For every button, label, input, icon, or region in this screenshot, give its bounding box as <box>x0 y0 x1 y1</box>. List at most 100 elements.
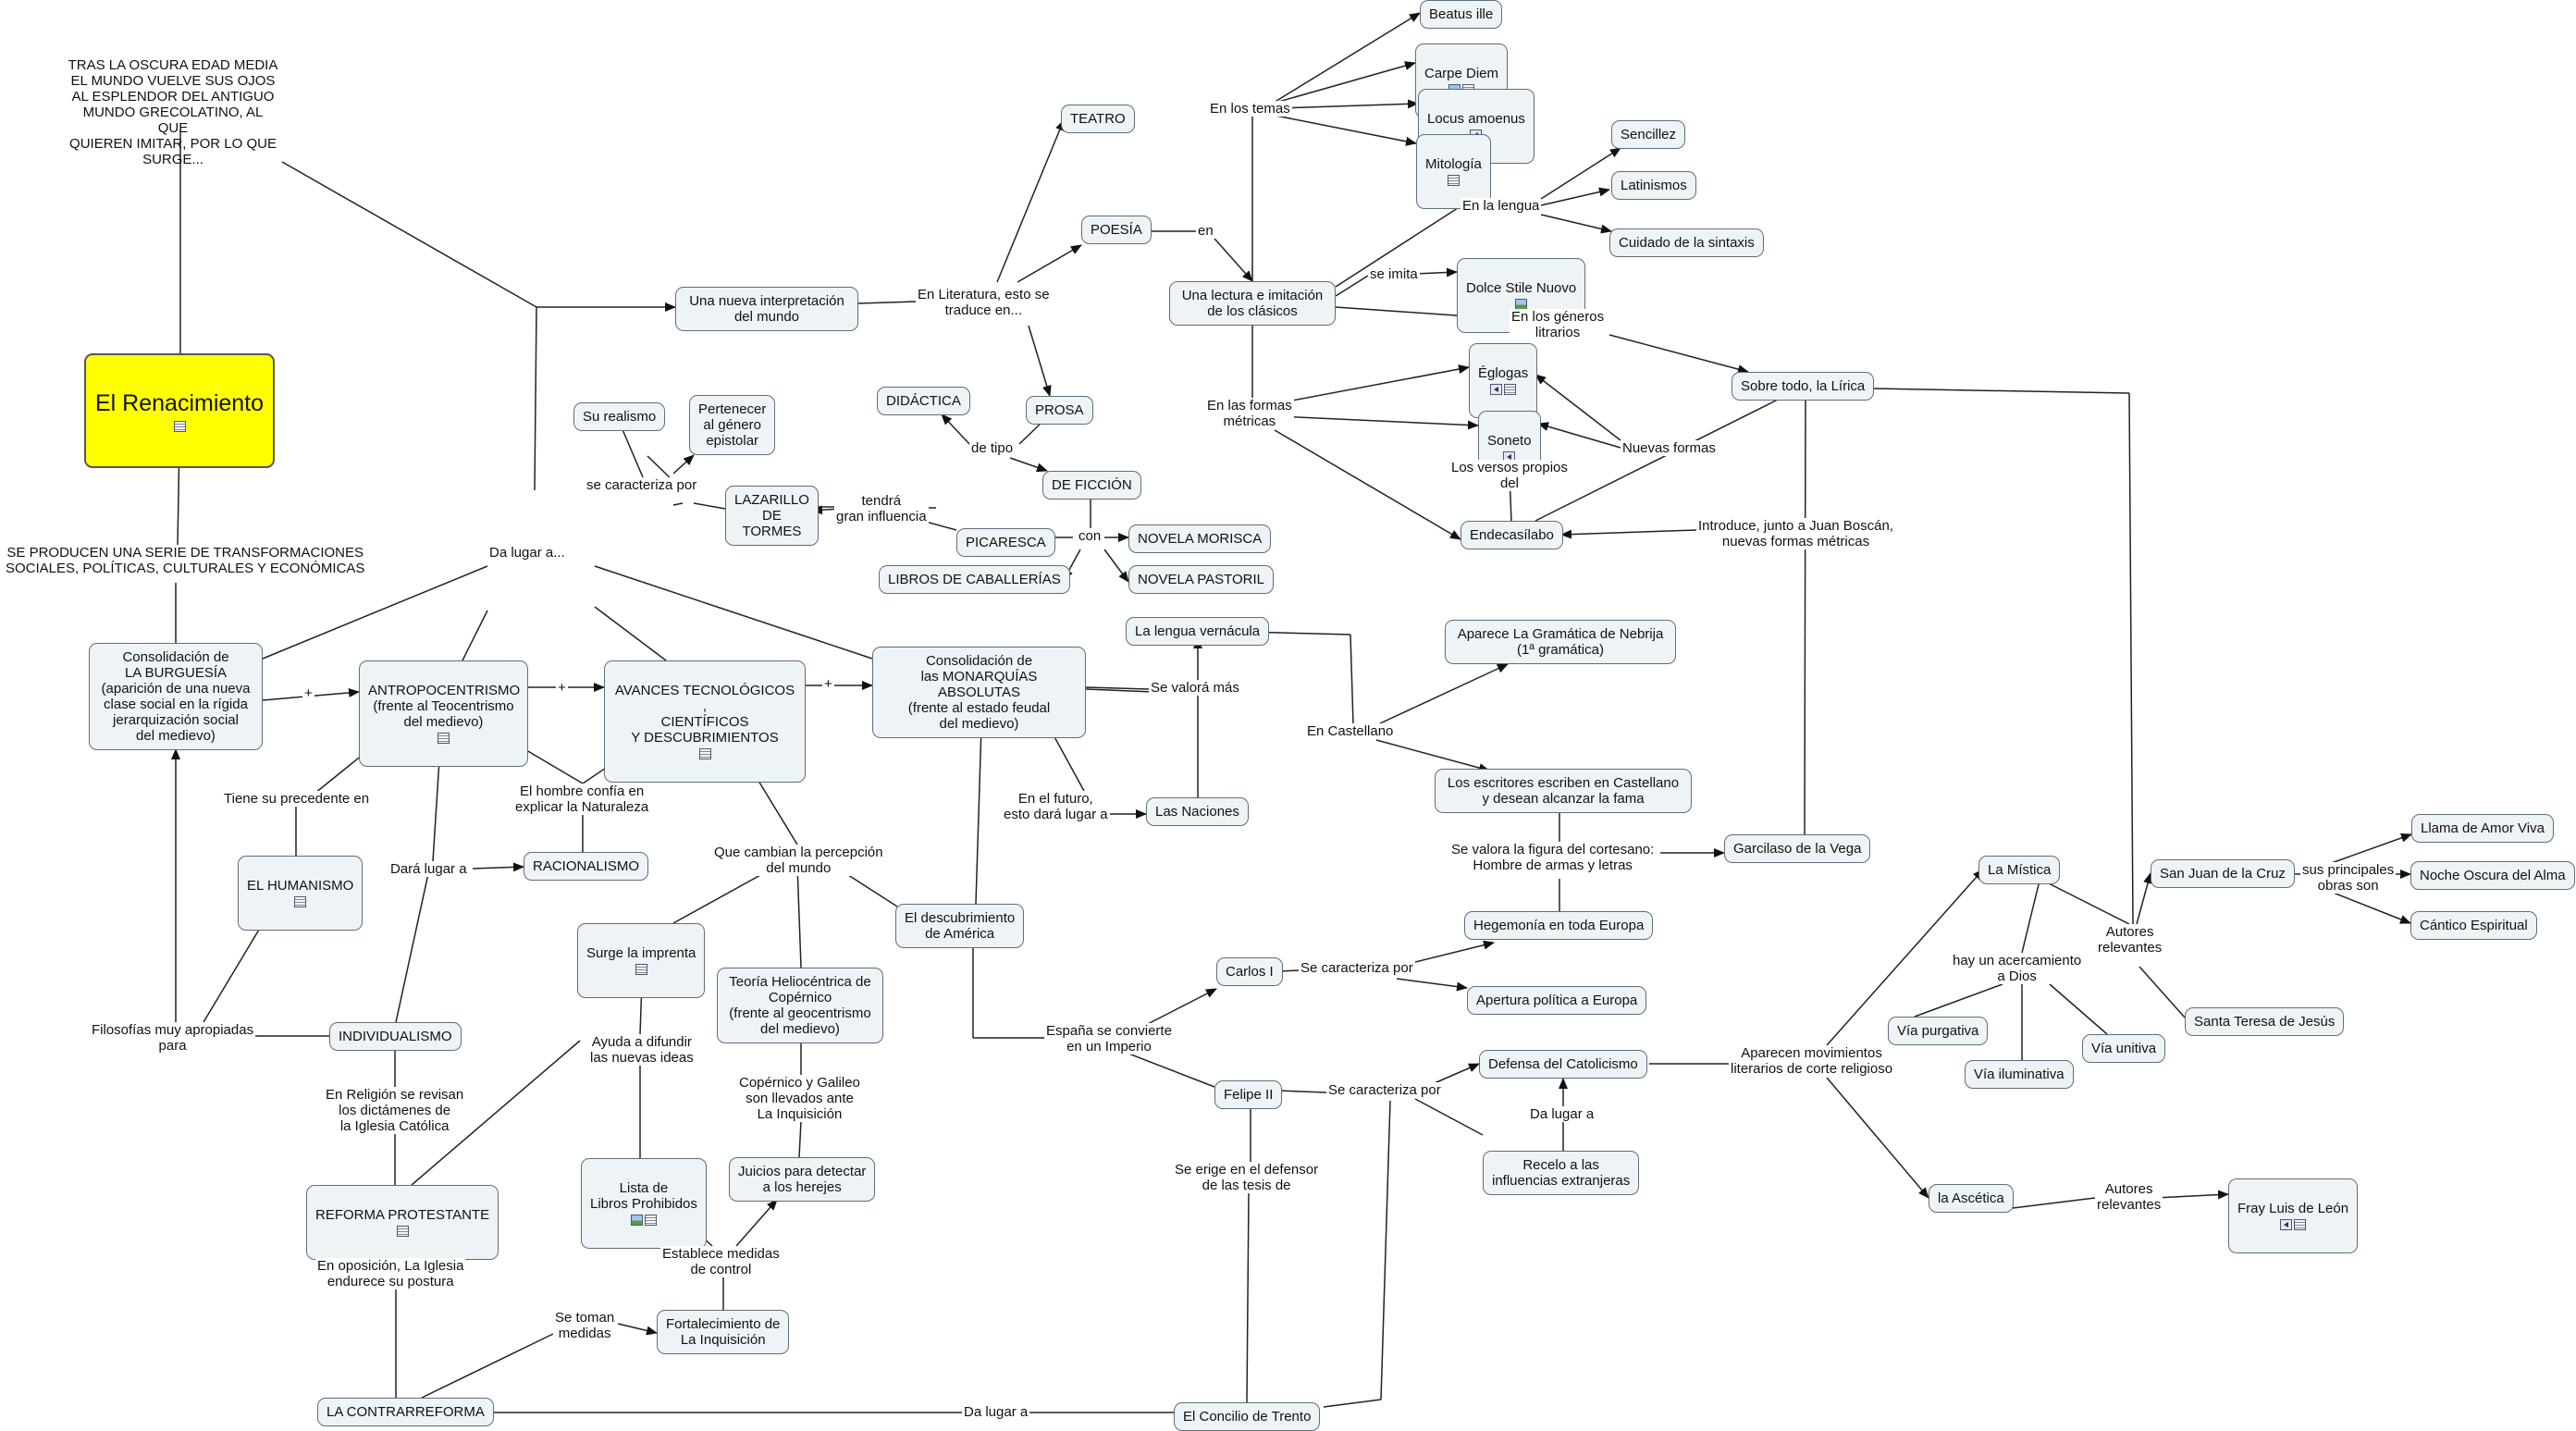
document-icon[interactable] <box>2294 1219 2307 1231</box>
node-picaresca[interactable]: PICARESCA <box>956 528 1055 557</box>
node-llama-amor-viva[interactable]: Llama de Amor Viva <box>2411 814 2554 843</box>
node-via-purgativa[interactable]: Vía purgativa <box>1888 1017 1989 1045</box>
node-via-unitiva[interactable]: Vía unitiva <box>2082 1034 2166 1063</box>
node-recelo[interactable]: Recelo a las influencias extranjeras <box>1483 1151 1640 1195</box>
document-icon[interactable] <box>644 1215 657 1227</box>
node-ficcion[interactable]: DE FICCIÓN <box>1042 471 1141 500</box>
root-resource-icons[interactable] <box>95 419 264 433</box>
node-prosa[interactable]: PROSA <box>1026 396 1093 425</box>
node-escritores[interactable]: Los escritores escriben en Castellano y … <box>1435 769 1692 813</box>
node-gramatica[interactable]: Aparece La Gramática de Nebrija (1ª gram… <box>1445 620 1676 664</box>
node-caballerias[interactable]: LIBROS DE CABALLERÍAS <box>879 565 1070 594</box>
node-defensa-catolicismo[interactable]: Defensa del Catolicismo <box>1479 1050 1647 1079</box>
node-contrarreforma[interactable]: LA CONTRARREFORMA <box>317 1398 494 1426</box>
document-icon[interactable] <box>396 1226 409 1238</box>
label-se-valora-mas: Se valorá más <box>1149 680 1241 696</box>
node-descubrimiento[interactable]: El descubrimiento de América <box>895 904 1025 948</box>
connector-line <box>534 306 537 491</box>
label-filosofias: Filosofías muy apropiadas para <box>90 1022 256 1054</box>
label-en-las-formas: En las formas métricas <box>1205 398 1294 429</box>
node-noche-oscura[interactable]: Noche Oscura del Alma <box>2410 861 2575 890</box>
node-racionalismo[interactable]: RACIONALISMO <box>524 852 649 881</box>
node-apertura[interactable]: Apertura política a Europa <box>1467 986 1647 1015</box>
label-plus-3: + <box>822 676 834 692</box>
document-icon[interactable] <box>698 748 711 760</box>
node-hegemonia[interactable]: Hegemonía en toda Europa <box>1464 911 1654 940</box>
node-lazarillo[interactable]: LAZARILLO DE TORMES <box>725 486 819 546</box>
node-endecasilabo[interactable]: Endecasílabo <box>1461 521 1563 549</box>
document-icon[interactable] <box>1447 175 1460 187</box>
node-nueva-interpretacion[interactable]: Una nueva interpretación del mundo <box>675 287 858 331</box>
node-individualismo[interactable]: INDIVIDUALISMO <box>329 1022 462 1051</box>
label-acercamiento: hay un acercamiento a Dios <box>1951 953 2084 984</box>
node-inquisicion[interactable]: Fortalecimiento de La Inquisición <box>657 1310 790 1354</box>
node-eglogas[interactable]: Églogas <box>1469 343 1538 418</box>
node-cantico-espiritual[interactable]: Cántico Espiritual <box>2410 911 2537 940</box>
node-pastoril[interactable]: NOVELA PASTORIL <box>1128 565 1274 594</box>
eglogas-icons[interactable] <box>1478 383 1528 396</box>
node-beatus-ille[interactable]: Beatus ille <box>1420 0 1503 29</box>
node-humanismo[interactable]: EL HUMANISMO <box>238 856 364 931</box>
node-heliocentrica[interactable]: Teoría Heliocéntrica de Copérnico (frent… <box>717 968 883 1043</box>
node-latinismos[interactable]: Latinismos <box>1611 171 1696 200</box>
node-felipe-ii[interactable]: Felipe II <box>1214 1080 1283 1109</box>
node-lengua-vernacula[interactable]: La lengua vernácula <box>1126 617 1270 646</box>
root-node-el-renacimiento[interactable]: El Renacimiento <box>84 353 276 468</box>
node-realismo[interactable]: Su realismo <box>573 402 666 431</box>
connector-line <box>1560 529 1697 539</box>
document-icon[interactable] <box>1504 384 1517 396</box>
node-garcilaso[interactable]: Garcilaso de la Vega <box>1724 834 1871 863</box>
mitologia-icons[interactable] <box>1425 174 1482 187</box>
libros-prohibidos-icons[interactable] <box>590 1214 697 1227</box>
node-concilio-trento[interactable]: El Concilio de Trento <box>1174 1402 1321 1431</box>
document-icon[interactable] <box>635 964 647 976</box>
node-juicios[interactable]: Juicios para detectar a los herejes <box>729 1157 876 1202</box>
locus-amoenus-label: Locus amoenus <box>1427 111 1525 127</box>
node-poesia[interactable]: POESÍA <box>1081 216 1152 244</box>
node-avances[interactable]: AVANCES TECNOLÓGICOS , CIENTÍFICOS Y DES… <box>604 660 806 783</box>
node-sintaxis[interactable]: Cuidado de la sintaxis <box>1609 228 1764 257</box>
avances-icons[interactable] <box>613 747 796 760</box>
connector-line <box>1914 983 2003 1018</box>
node-lectura-clasicos[interactable]: Una lectura e imitación de los clásicos <box>1169 281 1336 326</box>
node-san-juan-cruz[interactable]: San Juan de la Cruz <box>2151 859 2295 888</box>
fray-luis-icons[interactable] <box>2237 1218 2348 1231</box>
label-ayuda-difundir: Ayuda a difundir las nuevas ideas <box>588 1034 696 1066</box>
node-mitologia[interactable]: Mitología <box>1416 134 1491 209</box>
node-via-iluminativa[interactable]: Vía iluminativa <box>1965 1060 2074 1089</box>
node-didactica[interactable]: DIDÁCTICA <box>877 387 970 415</box>
label-introduce: Introduce, junto a Juan Boscán, nuevas f… <box>1696 518 1895 549</box>
connector-line <box>2012 1197 2096 1209</box>
node-burguesia[interactable]: Consolidación de LA BURGUESÍA (aparición… <box>89 643 263 750</box>
node-naciones[interactable]: Las Naciones <box>1146 797 1249 826</box>
node-ascetica[interactable]: la Ascética <box>1929 1184 2014 1213</box>
humanismo-icons[interactable] <box>247 895 353 908</box>
node-carlos-i[interactable]: Carlos I <box>1216 957 1283 986</box>
imprenta-icons[interactable] <box>586 963 696 976</box>
node-sencillez[interactable]: Sencillez <box>1611 120 1686 149</box>
document-icon[interactable] <box>173 421 186 433</box>
label-con: con <box>1077 528 1103 544</box>
node-lirica[interactable]: Sobre todo, la Lírica <box>1732 372 1875 401</box>
node-monarquias[interactable]: Consolidación de las MONARQUÍAS ABSOLUTA… <box>872 647 1086 738</box>
node-teatro[interactable]: TEATRO <box>1061 105 1135 133</box>
node-fray-luis[interactable]: Fray Luis de León <box>2228 1178 2359 1253</box>
label-en-religion: En Religión se revisan los dictámenes de… <box>324 1087 466 1134</box>
document-icon[interactable] <box>294 896 307 908</box>
audio-icon[interactable] <box>2280 1219 2293 1231</box>
node-libros-prohibidos[interactable]: Lista de Libros Prohibidos <box>581 1158 707 1249</box>
node-reforma[interactable]: REFORMA PROTESTANTE <box>306 1185 499 1260</box>
connector-line <box>1537 422 1621 449</box>
document-icon[interactable] <box>438 733 450 745</box>
node-morisca[interactable]: NOVELA MORISCA <box>1128 524 1272 553</box>
connector-line <box>1375 739 1490 772</box>
audio-icon[interactable] <box>1490 384 1503 396</box>
node-imprenta[interactable]: Surge la imprenta <box>577 923 706 998</box>
node-santa-teresa[interactable]: Santa Teresa de Jesús <box>2185 1007 2345 1036</box>
image-icon[interactable] <box>630 1215 643 1227</box>
node-epistolar[interactable]: Pertenecer al género epistolar <box>689 395 776 455</box>
antropocentrismo-icons[interactable] <box>368 732 519 745</box>
node-antropocentrismo[interactable]: ANTROPOCENTRISMO (frente al Teocentrismo… <box>359 660 528 767</box>
node-mistica[interactable]: La Mística <box>1978 856 2061 884</box>
reforma-icons[interactable] <box>315 1225 489 1238</box>
